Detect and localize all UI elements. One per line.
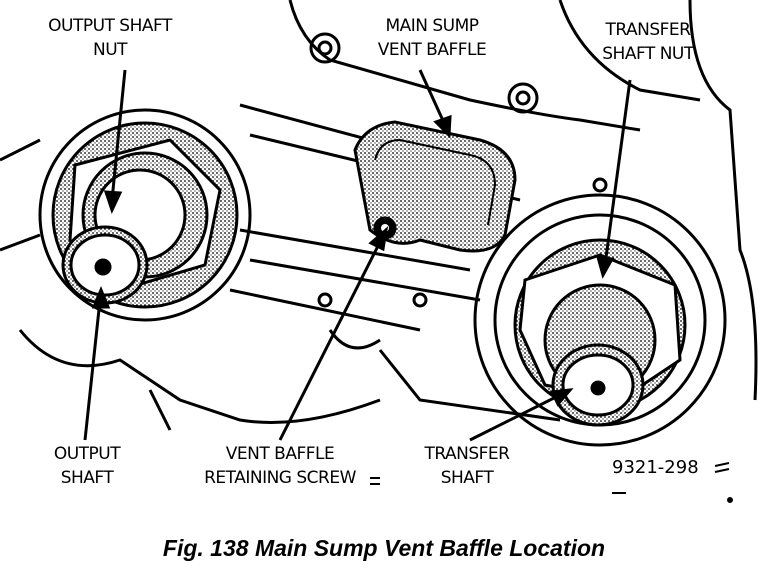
- label-vent-baffle-retaining-screw: VENT BAFFLE RETAINING SCREW: [204, 442, 356, 490]
- label-main-sump-vent-baffle: MAIN SUMP VENT BAFFLE: [377, 14, 487, 62]
- figure-number: 9321-298: [612, 457, 699, 478]
- label-transfer-shaft: TRANSFER SHAFT: [425, 442, 510, 490]
- output-shaft-assembly: [38, 108, 252, 322]
- label-line: TRANSFER: [424, 444, 510, 464]
- label-line: NUT: [92, 40, 128, 60]
- label-line: RETAINING SCREW: [204, 468, 356, 488]
- label-line: VENT BAFFLE: [377, 40, 487, 60]
- transfer-shaft-assembly: [473, 193, 727, 447]
- figure-caption: Fig. 138 Main Sump Vent Baffle Location: [162, 535, 606, 561]
- label-line: SHAFT: [60, 468, 114, 488]
- label-line: OUTPUT SHAFT: [48, 16, 172, 36]
- label-output-shaft: OUTPUT SHAFT: [53, 442, 121, 490]
- label-line: TRANSFER: [605, 20, 691, 40]
- label-transfer-shaft-nut: TRANSFER SHAFT NUT: [602, 18, 694, 66]
- vent-baffle: [353, 120, 517, 253]
- label-line: VENT BAFFLE: [225, 444, 335, 464]
- label-line: SHAFT: [440, 468, 494, 488]
- label-line: OUTPUT: [53, 444, 121, 464]
- label-line: SHAFT NUT: [602, 44, 694, 64]
- label-output-shaft-nut: OUTPUT SHAFT NUT: [48, 14, 172, 62]
- label-line: MAIN SUMP: [385, 16, 479, 36]
- leader-lines: [83, 69, 733, 503]
